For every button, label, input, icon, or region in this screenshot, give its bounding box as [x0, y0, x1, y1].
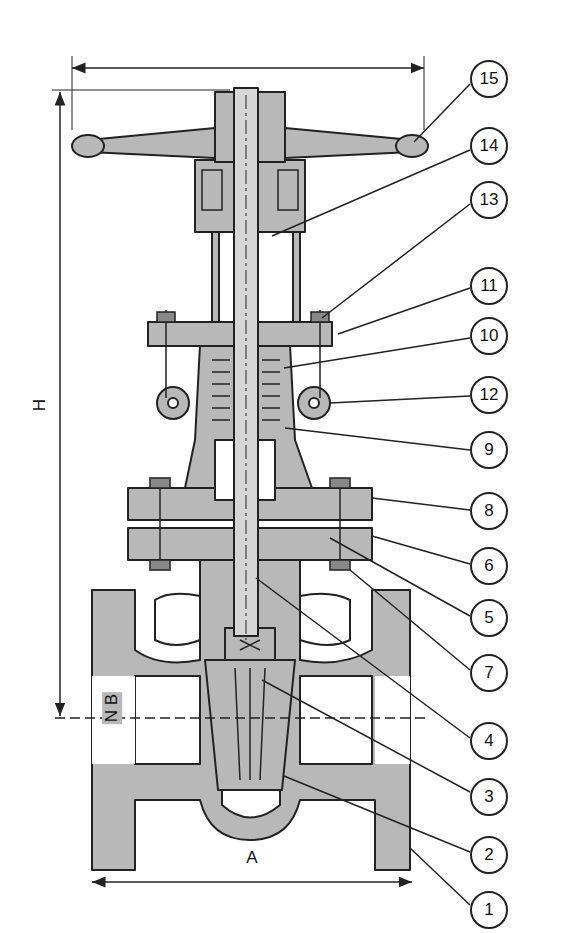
- callout-number: 11: [470, 267, 508, 305]
- callout-number: 3: [470, 778, 508, 816]
- callout-text: 14: [480, 136, 499, 156]
- dimension-height: H: [30, 397, 50, 413]
- callout-number: 5: [470, 599, 508, 637]
- callout-number: 2: [470, 836, 508, 874]
- callout-text: 7: [484, 663, 493, 683]
- callout-text: 8: [484, 501, 493, 521]
- callout-text: 5: [484, 608, 493, 628]
- callout-number: 14: [470, 127, 508, 165]
- callout-text: 11: [480, 276, 498, 296]
- callout-number: 8: [470, 492, 508, 530]
- callout-number: 1: [470, 891, 508, 929]
- callout-text: 4: [484, 731, 493, 751]
- callout-text: 6: [484, 556, 493, 576]
- dimension-bore: N B: [102, 692, 122, 724]
- callout-text: 9: [484, 440, 493, 460]
- callout-number: 12: [470, 376, 508, 414]
- callout-number: 9: [470, 431, 508, 469]
- callout-number: 15: [470, 60, 508, 98]
- callout-text: 1: [484, 900, 493, 920]
- callout-text: 12: [480, 385, 499, 405]
- callout-number: 7: [470, 654, 508, 692]
- callout-number: 13: [470, 181, 508, 219]
- callout-number: 6: [470, 547, 508, 585]
- callout-text: 3: [484, 787, 493, 807]
- callout-text: 10: [480, 326, 499, 346]
- callout-number: 10: [470, 317, 508, 355]
- callout-text: 2: [484, 845, 493, 865]
- dimension-length: A: [244, 848, 259, 868]
- callout-number: 4: [470, 722, 508, 760]
- callout-text: 15: [480, 69, 499, 89]
- callout-text: 13: [480, 190, 499, 210]
